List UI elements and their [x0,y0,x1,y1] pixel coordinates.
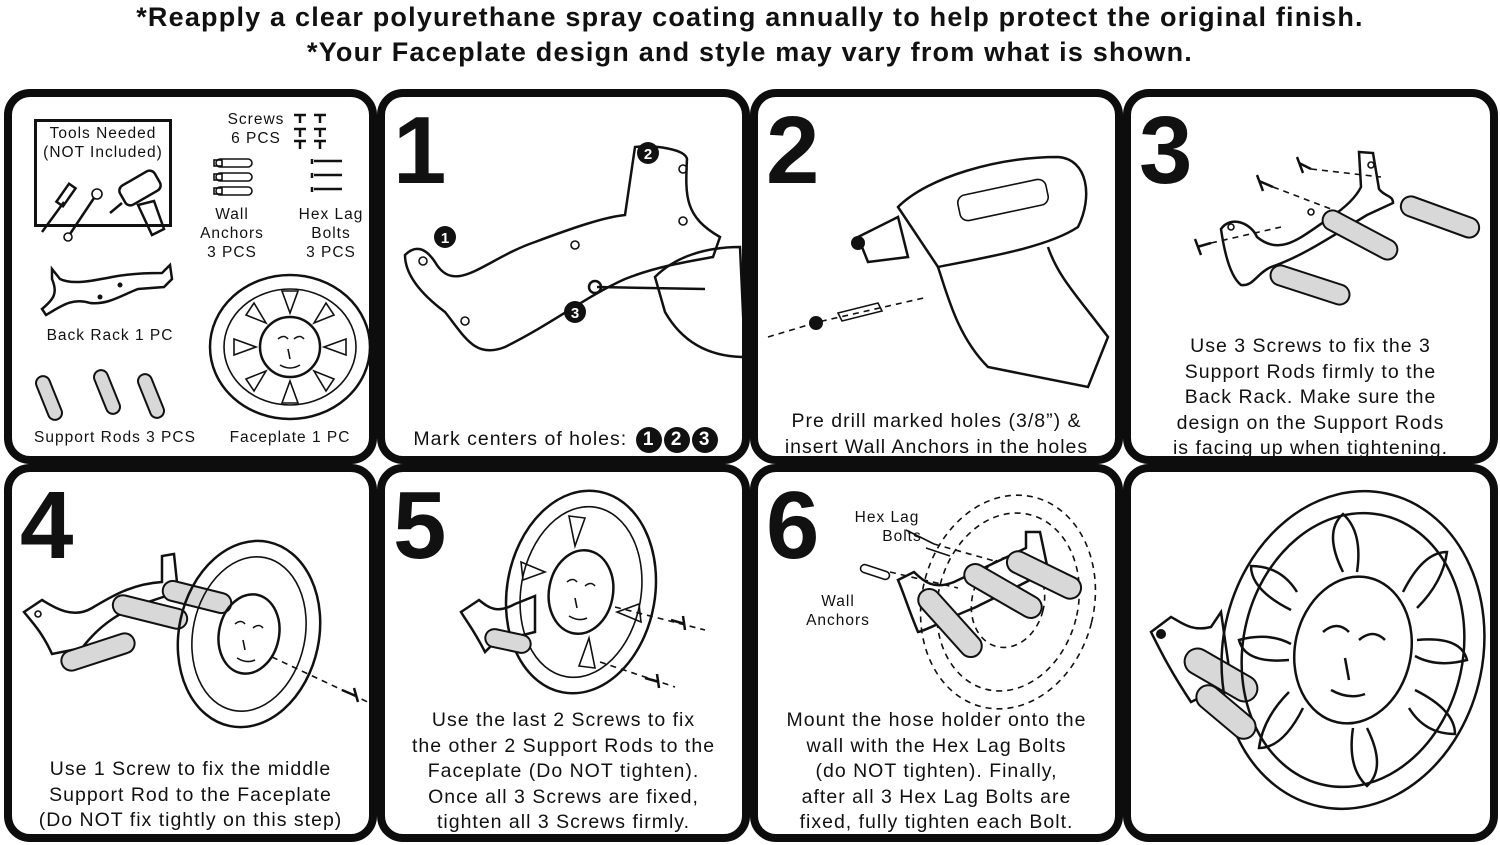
drill-icon [856,155,1110,389]
step-6-caption: Mount the hose holder onto the wall with… [786,709,1087,833]
step-1-number: 1 [393,97,447,204]
step-3-panel: 3 Use 3 Screws to fix the 3 Support Rods… [1123,89,1498,464]
screwdriver-icon [40,181,78,233]
back-rack-label: Back Rack 1 PC [46,327,174,344]
step-5-caption: Use the last 2 Screws to fix the other 2… [411,709,716,833]
step-2-number: 2 [766,97,820,204]
step-4-caption: Use 1 Screw to fix the middle Support Ro… [38,758,343,831]
support-rod-icon [60,579,233,672]
step-3-caption: Use 3 Screws to fix the 3 Support Rods f… [1172,335,1449,459]
svg-text:1: 1 [441,230,449,247]
parts-artwork [35,113,369,421]
wrench-icon [63,188,103,242]
final-assembly-artwork [1149,489,1486,811]
wall-anchor-icon [859,563,891,581]
step-2-caption: Pre drill marked holes (3/8”) & insert W… [784,410,1089,458]
step-3-number: 3 [1139,97,1193,204]
step-5-artwork [459,489,706,695]
step-2-panel: 2 Pre drill marked holes (3/8”) & insert… [750,89,1123,464]
wall-anchors-callout: Wall Anchors [806,593,870,629]
support-rod-icon [917,550,1083,659]
step-6-number: 6 [766,472,820,579]
step-6-panel: 6 Hex Lag Bolts Wall Anchors Mount the h… [750,464,1123,842]
note-faceplate-vary: *Your Faceplate design and style may var… [307,37,1193,67]
hex-lag-bolts-callout: Hex Lag Bolts [854,509,922,545]
header-notes: *Reapply a clear polyurethane spray coat… [0,0,1500,70]
step-5-number: 5 [393,472,447,579]
step-6-artwork [859,494,1097,710]
support-rod-icon [35,369,165,421]
badge-3: 3 [691,427,718,453]
screw-icon [1193,156,1312,256]
drill-icon [109,169,166,237]
step-2-artwork [767,155,1110,389]
hex-lag-bolts-label: Hex Lag Bolts 3 PCS [298,206,364,261]
final-assembly-panel [1123,464,1498,842]
support-rod-icon [1269,195,1481,306]
tools-needed-box: Tools Needed (NOT Included) [34,119,172,227]
support-rods-label: Support Rods 3 PCS [34,429,196,446]
step-5-panel: 5 Use the last 2 Screws to fix the other… [377,464,750,842]
step-4-panel: 4 Use 1 Screw to fix the middle Support … [4,464,377,842]
hex-lag-bolt-icon [310,159,342,192]
hand-with-pencil-icon [596,245,742,359]
parts-panel: Tools Needed (NOT Included) Screws 6 PCS… [4,89,377,464]
screw-icon [644,615,687,689]
back-rack-icon [40,262,174,317]
step-4-number: 4 [20,472,74,579]
sun-faceplate-icon [504,489,658,695]
badge-1: 1 [635,427,662,453]
sun-faceplate-icon [208,273,369,421]
screws-label: Screws 6 PCS [227,111,285,147]
wall-anchors-label: Wall Anchors 3 PCS [200,206,264,261]
badge-2: 2 [663,427,690,453]
tools-needed-label: Tools Needed (NOT Included) [43,125,163,161]
note-polyurethane: *Reapply a clear polyurethane spray coat… [136,2,1364,32]
step-3-artwork [1193,150,1481,306]
hex-lag-bolt-icon [905,529,951,557]
step-1-artwork: 1 2 3 [403,142,742,359]
sun-faceplate-icon [176,539,322,729]
sun-faceplate-icon [1220,489,1486,811]
screw-icon [294,113,326,149]
wall-anchor-icon [213,158,253,196]
svg-text:3: 3 [571,305,579,322]
svg-text:2: 2 [644,146,652,163]
faceplate-label: Faceplate 1 PC [229,429,351,446]
step-4-artwork [22,539,369,729]
screw-icon [341,687,360,703]
